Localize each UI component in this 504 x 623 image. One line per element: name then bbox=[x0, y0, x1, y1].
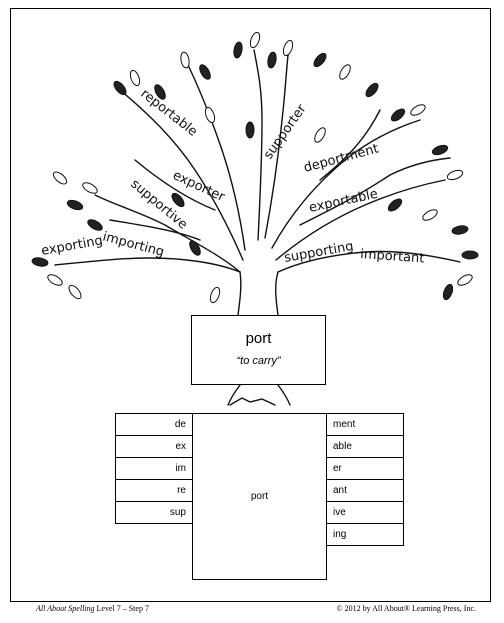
footer-book-info: All About Spelling Level 7 – Step 7 bbox=[36, 604, 149, 613]
footer-book-title: All About Spelling bbox=[36, 604, 95, 613]
suffix-cell: ing bbox=[326, 523, 404, 546]
prefix-column: de ex im re sup bbox=[115, 413, 193, 524]
page-frame bbox=[10, 8, 491, 602]
footer-copyright: © 2012 by All About® Learning Press, Inc… bbox=[336, 604, 476, 613]
suffix-cell: ive bbox=[326, 501, 404, 524]
suffix-cell: ant bbox=[326, 479, 404, 502]
branch-word-exporting: exporting bbox=[40, 233, 104, 259]
branch-word-importing: importing bbox=[101, 229, 166, 260]
branch-word-important: important bbox=[360, 247, 425, 266]
branch-word-supporting: supporting bbox=[283, 239, 355, 266]
root-meaning: “to carry” bbox=[236, 355, 281, 367]
root-center-word: port bbox=[250, 491, 269, 502]
branch-word-supporter: supporter bbox=[261, 101, 310, 162]
prefix-cell: im bbox=[115, 457, 193, 480]
prefix-cell: ex bbox=[115, 435, 193, 458]
root-center-box: port bbox=[192, 413, 327, 580]
suffix-column: ment able er ant ive ing bbox=[326, 413, 404, 546]
root-word: port bbox=[245, 330, 272, 347]
suffix-cell: er bbox=[326, 457, 404, 480]
root-box: port “to carry” bbox=[191, 315, 326, 385]
branch-word-deportment: deportment bbox=[302, 141, 380, 175]
suffix-cell: able bbox=[326, 435, 404, 458]
suffix-cell: ment bbox=[326, 413, 404, 436]
branch-word-exportable: exportable bbox=[308, 187, 380, 216]
prefix-cell: de bbox=[115, 413, 193, 436]
footer-level-step: Level 7 – Step 7 bbox=[94, 604, 149, 613]
prefix-cell: sup bbox=[115, 501, 193, 524]
prefix-cell: re bbox=[115, 479, 193, 502]
